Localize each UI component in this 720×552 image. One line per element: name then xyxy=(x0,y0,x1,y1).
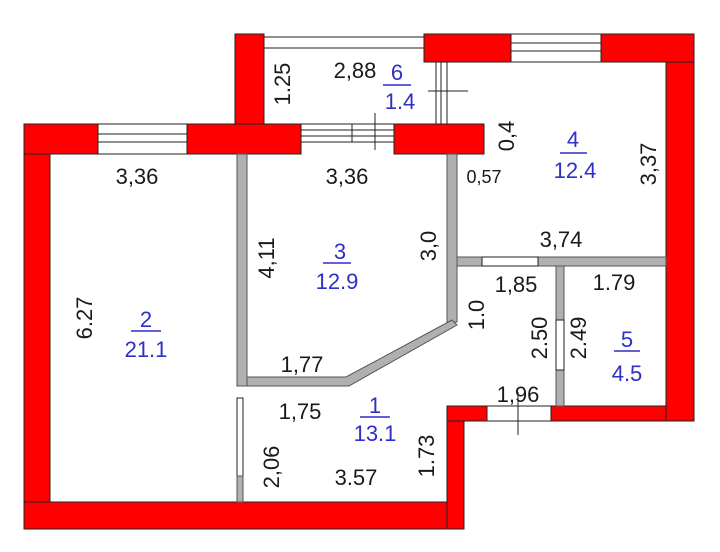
dim-hall-right: 2.50 xyxy=(527,317,552,360)
wall-room6-left xyxy=(234,33,265,135)
svg-text:1: 1 xyxy=(369,393,381,418)
room-label-6: 6 1.4 xyxy=(383,60,415,114)
dim-room1-bottom: 3.57 xyxy=(335,465,378,490)
balcony-door-room3 xyxy=(300,113,395,150)
svg-text:3: 3 xyxy=(334,239,346,264)
dim-room4-inner: 0,57 xyxy=(466,167,501,187)
dim-room6-height: 1.25 xyxy=(270,63,295,106)
dim-room4-bottom: 3,74 xyxy=(540,227,583,252)
partition-diagonal xyxy=(246,319,458,387)
wall-left xyxy=(23,123,51,505)
dim-room1-top: 1,75 xyxy=(279,399,322,424)
dim-hall-diag: 1.0 xyxy=(464,300,489,331)
dim-room4-right: 3,37 xyxy=(636,143,661,186)
wall-top-room2-right xyxy=(186,123,302,155)
svg-text:4.5: 4.5 xyxy=(612,361,643,386)
dim-hall-top: 1,85 xyxy=(495,272,538,297)
room-label-4: 4 12.4 xyxy=(554,127,597,183)
partition-room3-room4 xyxy=(446,153,458,323)
wall-right xyxy=(665,33,695,422)
dim-room5-left: 2.49 xyxy=(566,317,591,360)
wall-top-right xyxy=(600,33,695,63)
balcony-rail-top xyxy=(264,36,424,49)
dim-door-width: 1,96 xyxy=(497,382,540,407)
window-room2 xyxy=(97,123,188,155)
doorway-room4 xyxy=(481,256,539,267)
doorway-room5 xyxy=(555,319,565,371)
window-room4 xyxy=(510,33,602,63)
entrance-door xyxy=(486,392,552,435)
svg-text:4: 4 xyxy=(567,127,579,152)
dim-room6-width: 2,88 xyxy=(334,58,377,83)
svg-text:5: 5 xyxy=(621,327,633,352)
balcony-door-room4 xyxy=(428,62,468,124)
dim-room3-bottom: 1,77 xyxy=(281,352,324,377)
dim-room4-offset: 0,4 xyxy=(494,121,519,152)
partition-room2-room3 xyxy=(236,153,248,387)
room-label-1: 1 13.1 xyxy=(354,393,397,446)
svg-text:1.4: 1.4 xyxy=(385,89,416,114)
room-label-2: 2 21.1 xyxy=(125,307,168,362)
dim-room2-side: 6.27 xyxy=(72,297,97,340)
wall-top-room3-right xyxy=(393,123,485,155)
dim-room5-top: 1.79 xyxy=(593,270,636,295)
dim-room3-right: 3,0 xyxy=(416,231,441,262)
wall-bottom xyxy=(23,501,465,530)
room-label-5: 5 4.5 xyxy=(612,327,643,386)
room-label-3: 3 12.9 xyxy=(316,239,359,294)
svg-text:12.9: 12.9 xyxy=(316,269,359,294)
wall-top-room2-left xyxy=(23,123,99,155)
dim-room1-right: 1.73 xyxy=(414,435,439,478)
svg-text:2: 2 xyxy=(140,307,152,332)
wall-step-horizontal xyxy=(446,405,488,422)
dim-room3-top: 3,36 xyxy=(326,164,369,189)
svg-text:12.4: 12.4 xyxy=(554,158,597,183)
wall-step-vertical xyxy=(446,405,465,530)
wall-top-mid xyxy=(423,33,512,63)
svg-text:6: 6 xyxy=(391,60,403,85)
dim-room3-left: 4,11 xyxy=(254,237,279,278)
partition-stub-c xyxy=(236,475,244,503)
dim-room1-left: 2,06 xyxy=(259,446,284,489)
svg-text:21.1: 21.1 xyxy=(125,337,168,362)
svg-text:13.1: 13.1 xyxy=(354,421,397,446)
dim-room2-top: 3,36 xyxy=(116,164,159,189)
